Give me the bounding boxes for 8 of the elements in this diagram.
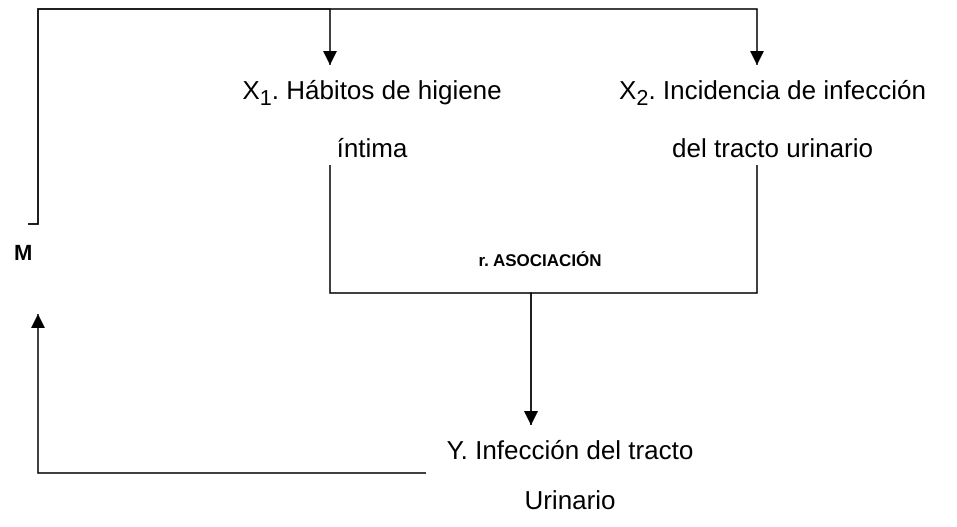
sample-label: M (14, 242, 34, 264)
arrow (524, 165, 758, 425)
arrow (31, 314, 426, 474)
variable-label: X$_{1}$. Hábitos de higiene íntima (241, 74, 503, 166)
variable-label: X$_{2}$. Incidencia de infección del tracto urinario (618, 74, 927, 166)
relation-label: r. ASOCIACIÓN (478, 251, 602, 271)
arrow (28, 8, 764, 225)
variable-label: Y. Infección del tracto Urinario (446, 434, 694, 517)
